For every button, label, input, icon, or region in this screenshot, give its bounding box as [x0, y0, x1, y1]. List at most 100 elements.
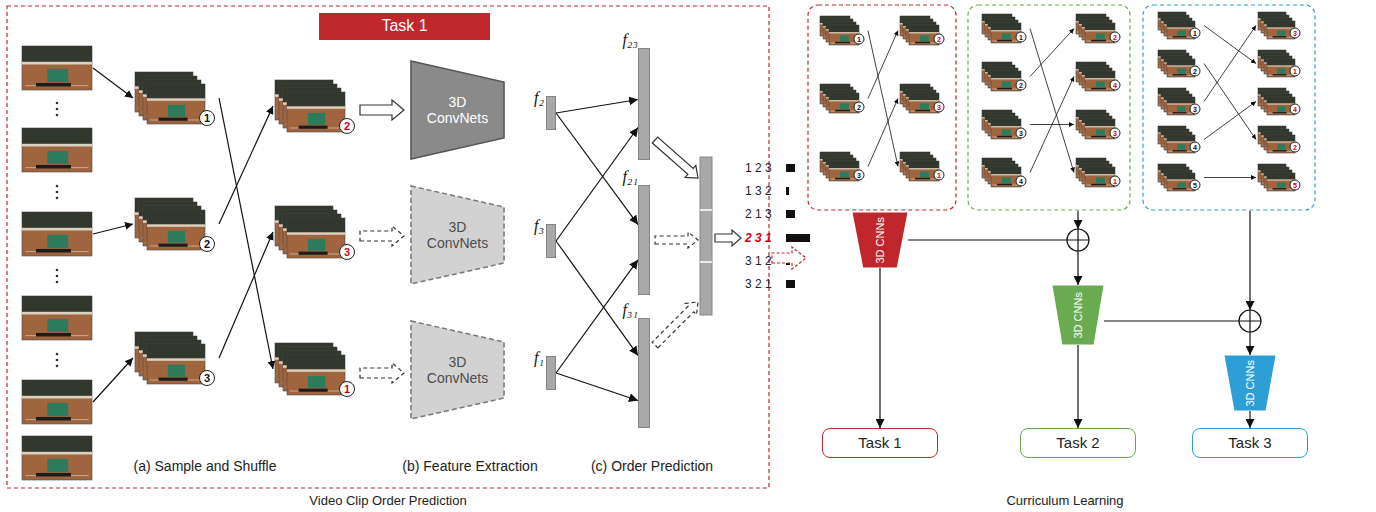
frame-court — [22, 380, 92, 424]
frame-paint — [1177, 106, 1185, 111]
callout-number: 1 — [1190, 28, 1201, 39]
callout-number: 3 — [1016, 128, 1027, 139]
order-label: 3 2 1 — [745, 278, 772, 290]
callout-number: 2 — [1110, 32, 1121, 43]
frame-courtline — [1087, 41, 1114, 42]
frame-court — [22, 436, 92, 480]
frame-paint — [840, 171, 849, 177]
frame-courtline — [831, 179, 858, 180]
ellipsis-dot — [56, 359, 59, 362]
trapezoid-shape — [411, 321, 504, 419]
arrow-line — [1030, 77, 1074, 173]
frame-crowd — [829, 93, 859, 100]
callout-number: 5 — [1290, 180, 1301, 191]
frame-court — [147, 84, 205, 124]
ellipsis-dot — [56, 197, 59, 200]
arrow-line — [93, 68, 133, 98]
frame-score — [915, 178, 930, 180]
arrow-line — [219, 98, 273, 369]
frame-board — [22, 144, 92, 147]
frame-score — [1091, 40, 1106, 42]
frame-crowd — [991, 167, 1021, 174]
caption: (b) Feature Extraction — [402, 459, 537, 473]
frame-board — [22, 396, 92, 399]
frame-paint — [1096, 33, 1105, 39]
frame-crowd — [991, 23, 1021, 30]
frame-score — [997, 40, 1012, 42]
callout-number: 2 — [199, 236, 215, 252]
frame-courtline — [911, 111, 938, 112]
clip-stack — [275, 343, 345, 395]
hollow-arrow — [360, 100, 404, 120]
frame-crowd — [147, 210, 205, 224]
frame-courtline — [993, 137, 1020, 138]
frame-board — [909, 100, 939, 101]
frame-board — [22, 62, 92, 65]
ellipsis-dot — [56, 102, 59, 105]
frame-board — [147, 224, 205, 226]
task-box: Task 1 — [822, 428, 938, 458]
clip-stack — [275, 80, 345, 132]
frame-paint — [168, 105, 185, 117]
frame-crowd — [22, 296, 92, 312]
callout-number: 4 — [1290, 104, 1301, 115]
order-label: 2 3 1 — [745, 232, 772, 244]
frame-board — [991, 126, 1021, 127]
frame-courtline — [1268, 189, 1293, 190]
convnet-trapezoid: 3D ConvNets — [410, 60, 505, 160]
node-text: Task 3 — [1228, 434, 1271, 451]
frame-paint — [168, 365, 185, 377]
frame-score — [159, 244, 188, 247]
frame-score — [36, 417, 71, 421]
frame-crowd — [22, 436, 92, 452]
frame-court — [22, 296, 92, 340]
connector — [879, 268, 880, 428]
frame-score — [1273, 150, 1287, 151]
frame-crowd — [1085, 23, 1115, 30]
ellipsis-dot — [56, 281, 59, 284]
callout-number: 3 — [199, 370, 215, 386]
frame-crowd — [1085, 167, 1115, 174]
ellipsis-dot — [56, 114, 59, 117]
frame-paint — [1277, 144, 1285, 149]
frame-score — [997, 136, 1012, 138]
video-frame — [147, 84, 205, 124]
hollow-arrow — [715, 230, 741, 246]
frame-paint — [308, 376, 325, 388]
frame-board — [22, 312, 92, 315]
frame-score — [36, 83, 71, 87]
frame-crowd — [1267, 173, 1295, 179]
frame-courtline — [993, 185, 1020, 186]
panel-feed-line — [1249, 211, 1250, 310]
arrow-line — [93, 224, 133, 234]
concat-feature-bar — [700, 157, 712, 315]
frame-score — [1273, 112, 1287, 113]
frame-courtline — [1268, 151, 1293, 152]
hollow-arrow — [652, 302, 698, 348]
convnet-trapezoid: 3D ConvNets — [410, 320, 505, 420]
clip-stack — [135, 198, 205, 250]
trapezoid-shape — [1053, 286, 1104, 345]
frame-paint — [840, 35, 849, 41]
frame-crowd — [991, 119, 1021, 126]
frame-court — [287, 218, 345, 258]
frame-crowd — [287, 92, 345, 106]
illustration-group — [7, 5, 1315, 488]
frame-board — [287, 106, 345, 108]
frame-court — [147, 210, 205, 250]
frame-paint — [920, 171, 929, 177]
node-text: 3D ConvNets — [425, 94, 491, 126]
order-label: 1 2 3 — [745, 162, 772, 174]
frame-paint — [47, 151, 68, 164]
order-label: 3 1 2 — [745, 255, 772, 267]
frame-crowd — [829, 161, 859, 168]
cnn-trapezoid: 3D CNNs — [1052, 285, 1104, 345]
callout-number: 2 — [1190, 66, 1201, 77]
video-frame — [22, 296, 92, 340]
frame-score — [36, 473, 71, 477]
pair-feature-bar: f₂₃ — [638, 48, 650, 160]
frame-crowd — [909, 161, 939, 168]
frame-paint — [168, 231, 185, 243]
